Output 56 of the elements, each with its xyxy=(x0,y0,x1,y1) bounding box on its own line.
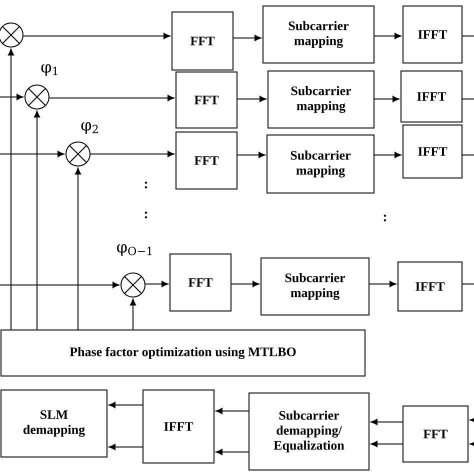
process-box: FFT xyxy=(402,406,468,462)
arrow xyxy=(216,408,249,414)
process-box: Subcarrier mapping xyxy=(262,6,374,64)
process-box: SLM demapping xyxy=(0,390,108,458)
process-box: Subcarrier mapping xyxy=(260,258,370,316)
arrow xyxy=(23,32,170,40)
process-box: FFT xyxy=(172,12,234,70)
arrow xyxy=(231,280,260,288)
process-box: FFT xyxy=(176,72,238,128)
phase-factor-label: φ$_{2}$ xyxy=(81,122,98,134)
arrow xyxy=(49,94,174,102)
arrow xyxy=(470,416,474,424)
ellipsis-dots: : xyxy=(384,214,386,222)
process-box: Subcarrier mapping xyxy=(268,70,374,128)
arrow xyxy=(0,150,64,158)
arrow xyxy=(0,282,120,288)
process-box: IFFT xyxy=(400,70,462,122)
arrow xyxy=(74,168,82,330)
process-box: IFFT xyxy=(142,390,214,464)
process-box: FFT xyxy=(170,254,232,312)
process-box: IFFT xyxy=(398,262,462,312)
arrow xyxy=(237,96,266,102)
arrow xyxy=(233,34,262,42)
phase-factor-label: φ$_{1}$ xyxy=(41,64,58,76)
arrow xyxy=(374,32,402,40)
arrow xyxy=(130,298,136,330)
arrow xyxy=(370,440,403,448)
arrow xyxy=(370,418,403,426)
arrow xyxy=(374,96,400,102)
arrow xyxy=(8,48,14,330)
arrow xyxy=(216,448,249,456)
process-box: IFFT xyxy=(402,124,462,178)
phase-factor-label: φ$_{O−1}$ xyxy=(117,244,152,256)
arrow xyxy=(145,280,168,288)
arrow xyxy=(90,150,174,158)
arrow xyxy=(237,152,266,158)
arrow xyxy=(369,280,396,288)
process-box: Subcarrier demapping/ Equalization xyxy=(248,392,370,470)
process-box: IFFT xyxy=(402,6,462,64)
multiplier-symbol xyxy=(0,22,24,48)
multiplier-symbol xyxy=(24,84,50,110)
arrow xyxy=(0,94,24,100)
signal-line xyxy=(462,98,474,100)
arrow xyxy=(470,440,474,448)
multiplier-symbol xyxy=(66,142,90,166)
process-box: Subcarrier mapping xyxy=(266,134,374,194)
arrow xyxy=(108,444,143,450)
ellipsis-dots: : xyxy=(144,212,148,218)
ellipsis-dots: : xyxy=(144,182,148,188)
arrow xyxy=(374,152,402,158)
multiplier-symbol xyxy=(120,272,146,298)
signal-line xyxy=(462,154,474,156)
phase-optimization-box: Phase factor optimization using MTLBO xyxy=(0,330,366,376)
arrow xyxy=(108,402,143,408)
process-box: FFT xyxy=(176,132,238,190)
arrow xyxy=(34,110,40,330)
